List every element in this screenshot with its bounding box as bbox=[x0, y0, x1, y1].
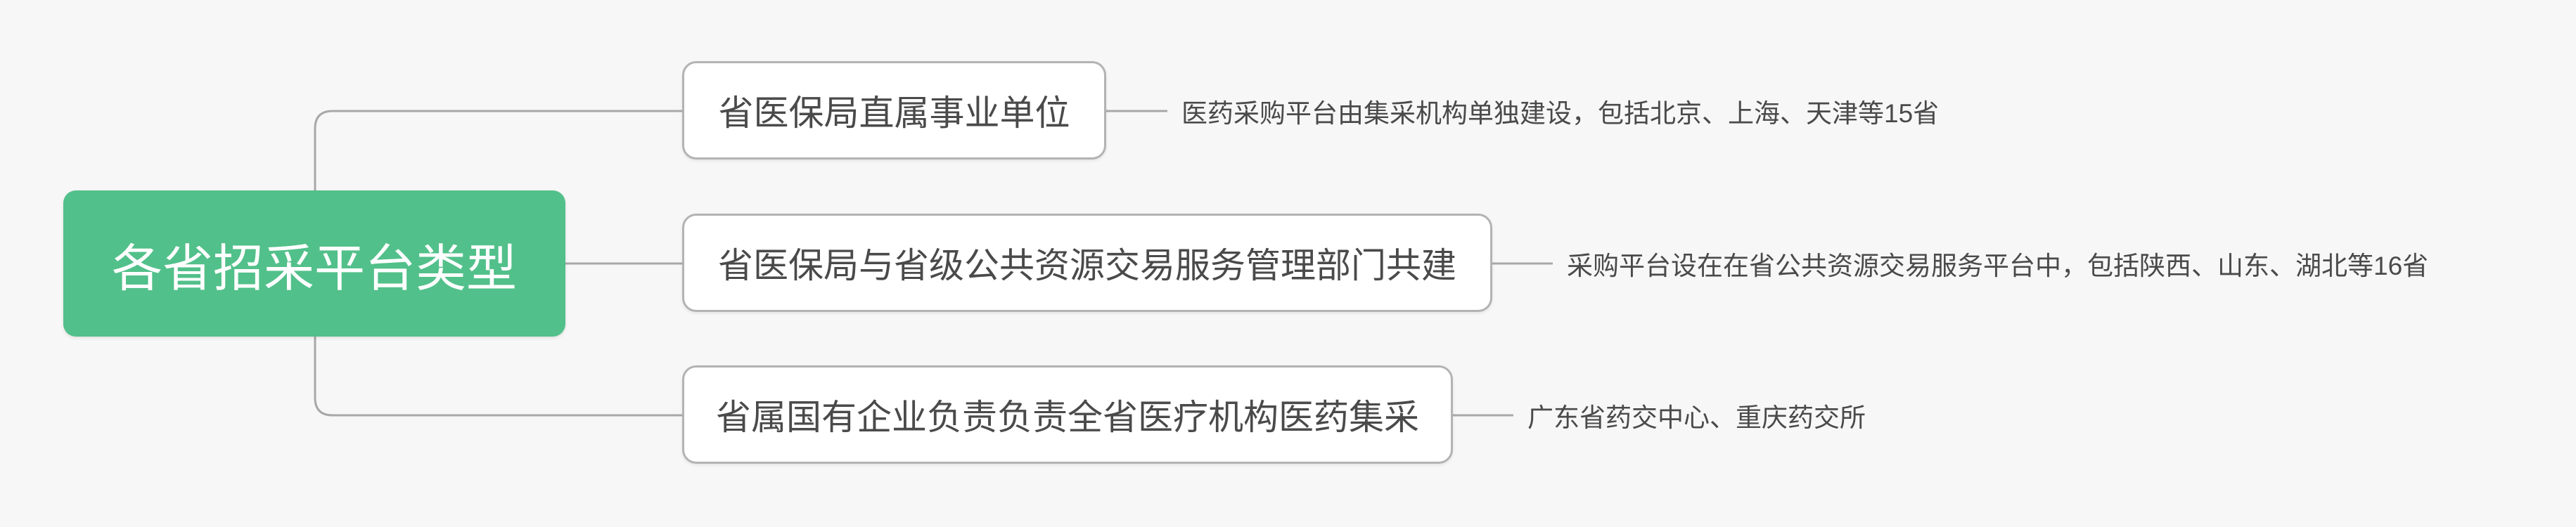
branch-node-3-label: 省属国有企业负责负责全省医疗机构医药集采 bbox=[716, 398, 1419, 437]
branch-note-1-text: 医药采购平台由集采机构单独建设，包括北京、上海、天津等15省 bbox=[1181, 99, 1940, 128]
branch-note-3[interactable]: 广东省药交中心、重庆药交所 bbox=[1527, 396, 1866, 434]
connector-branch-1 bbox=[314, 110, 682, 264]
branch-note-2[interactable]: 采购平台设在在省公共资源交易服务平台中，包括陕西、山东、湖北等16省 bbox=[1567, 245, 2428, 282]
branch-node-3[interactable]: 省属国有企业负责负责全省医疗机构医药集采 bbox=[682, 365, 1453, 464]
root-node-label: 各省招采平台类型 bbox=[111, 240, 517, 297]
branch-note-1[interactable]: 医药采购平台由集采机构单独建设，包括北京、上海、天津等15省 bbox=[1181, 92, 1939, 130]
branch-node-2-label: 省医保局与省级公共资源交易服务管理部门共建 bbox=[718, 246, 1456, 285]
branch-node-2[interactable]: 省医保局与省级公共资源交易服务管理部门共建 bbox=[682, 214, 1492, 312]
branch-note-3-text: 广东省药交中心、重庆药交所 bbox=[1527, 403, 1866, 432]
branch-node-1-label: 省医保局直属事业单位 bbox=[718, 93, 1070, 133]
connector-branch-3 bbox=[314, 264, 682, 417]
branch-node-1[interactable]: 省医保局直属事业单位 bbox=[682, 61, 1106, 160]
root-node[interactable]: 各省招采平台类型 bbox=[63, 190, 565, 337]
branch-note-2-text: 采购平台设在在省公共资源交易服务平台中，包括陕西、山东、湖北等16省 bbox=[1567, 252, 2429, 280]
